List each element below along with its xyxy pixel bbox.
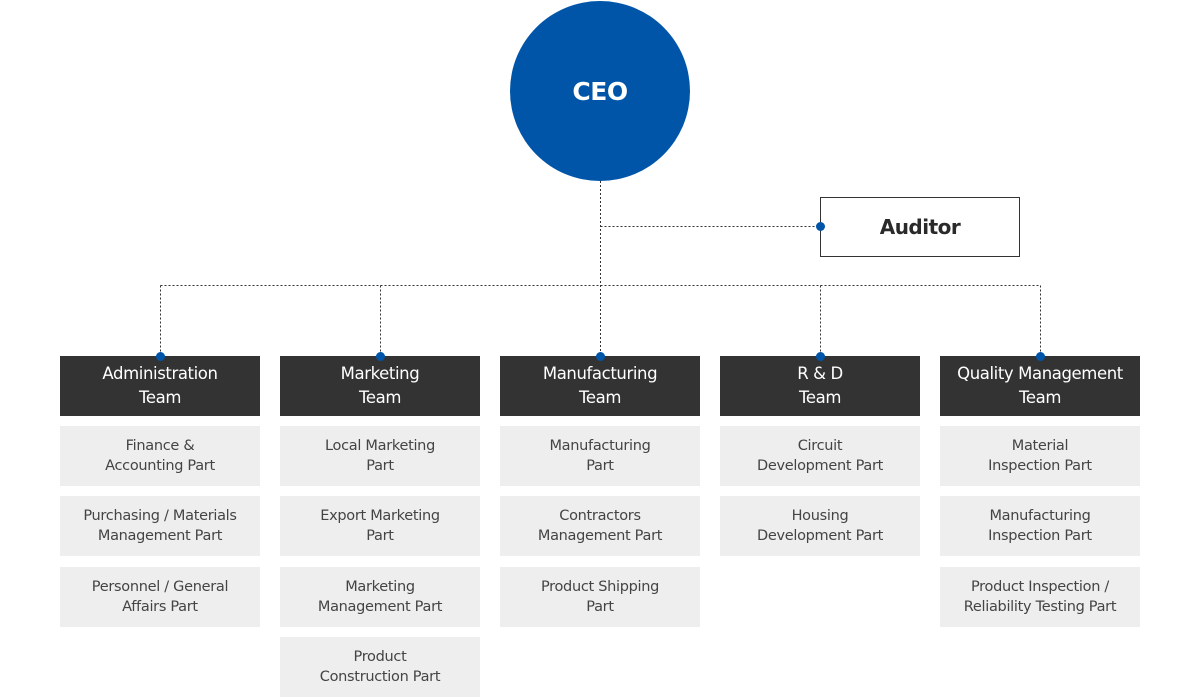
part-item: Manufacturing Inspection Part	[940, 496, 1140, 556]
part-item: Local Marketing Part	[280, 426, 480, 486]
part-item: Contractors Management Part	[500, 496, 700, 556]
team-column-administration: Administration Team Finance & Accounting…	[60, 356, 260, 627]
team-column-quality-management: Quality Management Team Material Inspect…	[940, 356, 1140, 627]
team-column-manufacturing: Manufacturing Team Manufacturing Part Co…	[500, 356, 700, 627]
team-connector-dot	[1036, 351, 1045, 361]
part-item: Circuit Development Part	[720, 426, 920, 486]
team-header: Marketing Team	[280, 356, 480, 416]
part-item: Export Marketing Part	[280, 496, 480, 556]
team-header: R & D Team	[720, 356, 920, 416]
team-connector-dot	[596, 351, 605, 361]
auditor-label: Auditor	[879, 215, 961, 239]
part-item: Purchasing / Materials Management Part	[60, 496, 260, 556]
part-item: Manufacturing Part	[500, 426, 700, 486]
team-header: Manufacturing Team	[500, 356, 700, 416]
team-header: Administration Team	[60, 356, 260, 416]
part-item: Finance & Accounting Part	[60, 426, 260, 486]
auditor-connector-dot	[816, 222, 825, 231]
part-item: Housing Development Part	[720, 496, 920, 556]
team-header: Quality Management Team	[940, 356, 1140, 416]
team-connector-dot	[156, 351, 165, 361]
part-item: Personnel / General Affairs Part	[60, 567, 260, 627]
part-item: Product Shipping Part	[500, 567, 700, 627]
ceo-node: CEO	[510, 1, 690, 181]
part-item: Product Construction Part	[280, 637, 480, 697]
auditor-node: Auditor	[820, 197, 1020, 257]
team-connector-dot	[376, 351, 385, 361]
team-connector-dot	[816, 351, 825, 361]
part-item: Marketing Management Part	[280, 567, 480, 627]
part-item: Product Inspection / Reliability Testing…	[940, 567, 1140, 627]
part-item: Material Inspection Part	[940, 426, 1140, 486]
team-column-rnd: R & D Team Circuit Development Part Hous…	[720, 356, 920, 556]
ceo-label: CEO	[572, 76, 628, 106]
team-column-marketing: Marketing Team Local Marketing Part Expo…	[280, 356, 480, 697]
